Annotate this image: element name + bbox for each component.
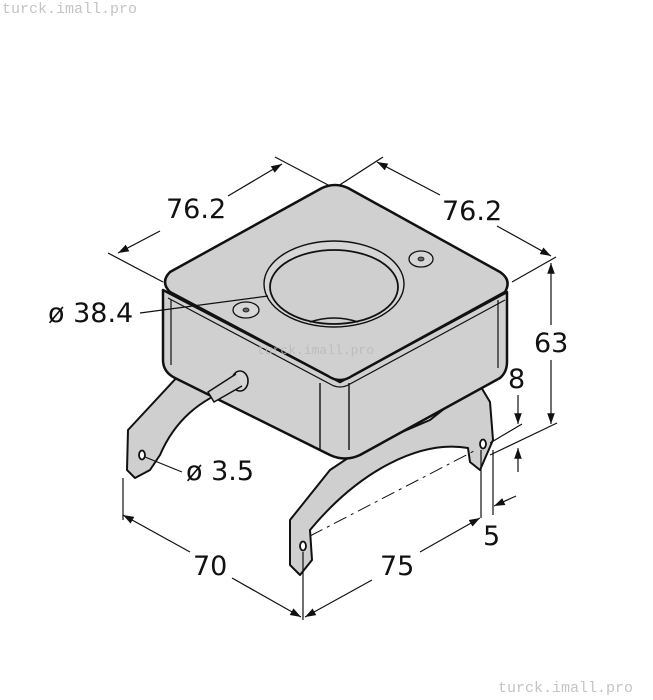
dimension-lines — [107, 156, 558, 620]
dim-bracket-offset: 8 — [508, 364, 525, 395]
mount-hole-front — [299, 540, 307, 552]
dim-height: 63 — [534, 328, 568, 359]
dim-width-right: 76.2 — [442, 196, 502, 227]
bracket-right-leg — [289, 381, 494, 576]
watermark-center: turck.imall.pro — [257, 343, 375, 358]
dim-span-right: 75 — [380, 551, 414, 582]
mount-hole-right — [479, 438, 487, 450]
dim-bore-diameter: ø 38.4 — [48, 298, 133, 329]
watermark-top: turck.imall.pro — [2, 1, 138, 18]
dim-span-left: 70 — [193, 551, 227, 582]
dim-width-left: 76.2 — [166, 194, 226, 225]
dim-hole-diameter: ø 3.5 — [186, 456, 254, 487]
dim-bracket-edge: 5 — [483, 521, 500, 552]
mount-hole-left — [138, 449, 146, 461]
housing — [161, 183, 509, 460]
watermark-bottom: turck.imall.pro — [498, 680, 634, 697]
